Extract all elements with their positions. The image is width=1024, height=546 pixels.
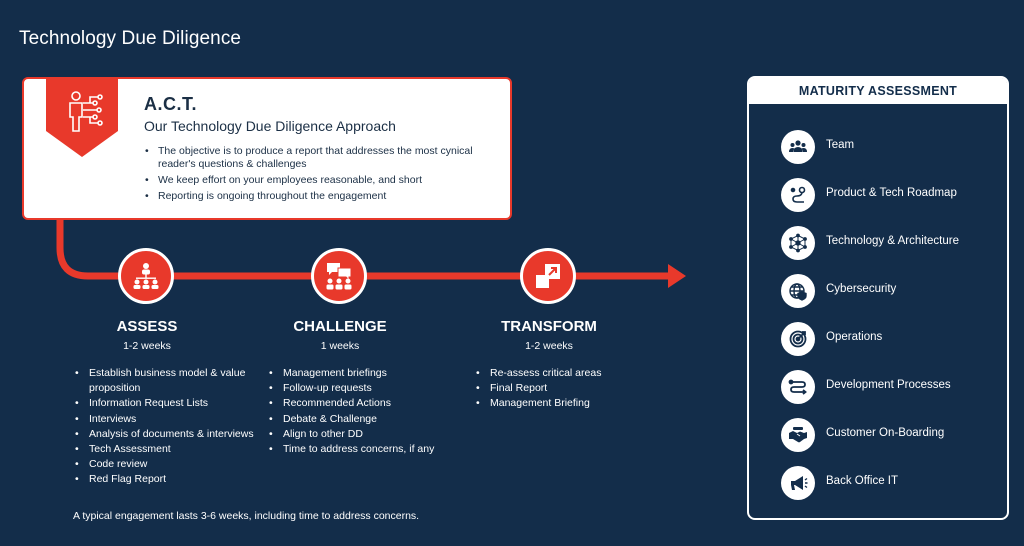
maturity-label: Back Office IT <box>826 475 899 487</box>
assess-item: Code review <box>75 457 254 472</box>
challenge-circle <box>311 248 367 304</box>
maturity-label: Operations <box>826 331 883 343</box>
assess-list: Establish business model & value proposi… <box>73 366 254 488</box>
challenge-duration: 1 weeks <box>320 340 360 352</box>
act-bullet-list: The objective is to produce a report tha… <box>144 145 488 206</box>
transform-title: TRANSFORM <box>501 318 597 335</box>
maturity-label: Development Processes <box>826 379 951 391</box>
act-subtitle: Our Technology Due Diligence Approach <box>144 118 396 134</box>
maturity-label: Technology & Architecture <box>826 235 959 247</box>
transform-list: Re-assess critical areas Final Report Ma… <box>474 366 660 412</box>
act-title: A.C.T. <box>144 94 198 114</box>
act-bullet: We keep effort on your employees reasona… <box>145 174 488 187</box>
assess-circle <box>118 248 174 304</box>
transform-circle <box>520 248 576 304</box>
network-icon <box>781 226 815 260</box>
roadmap-icon <box>781 178 815 212</box>
maturity-item-team: Team <box>781 130 1001 164</box>
act-bullet: The objective is to produce a report tha… <box>145 145 488 171</box>
maturity-panel: MATURITY ASSESSMENT Team Product & Tech … <box>747 76 1009 520</box>
transform-item: Management Briefing <box>476 396 660 411</box>
globe-shield-icon <box>781 274 815 308</box>
challenge-item: Debate & Challenge <box>269 412 448 427</box>
challenge-item: Recommended Actions <box>269 396 448 411</box>
maturity-item-back-office: Back Office IT <box>781 466 1001 500</box>
challenge-list: Management briefings Follow-up requests … <box>267 366 448 457</box>
act-card: A.C.T. Our Technology Due Diligence Appr… <box>22 77 512 220</box>
transform-icon <box>536 264 560 288</box>
page-title: Technology Due Diligence <box>19 28 242 49</box>
maturity-item-cybersecurity: Cybersecurity <box>781 274 1001 308</box>
target-icon <box>781 322 815 356</box>
footnote: A typical engagement lasts 3-6 weeks, in… <box>73 510 420 522</box>
transform-item: Final Report <box>476 381 660 396</box>
megaphone-icon <box>781 466 815 500</box>
maturity-item-roadmap: Product & Tech Roadmap <box>781 178 1001 212</box>
maturity-item-onboarding: Customer On-Boarding <box>781 418 1001 452</box>
org-chart-icon <box>133 263 159 289</box>
assess-item: Interviews <box>75 412 254 427</box>
challenge-item: Management briefings <box>269 366 448 381</box>
maturity-label: Cybersecurity <box>826 283 897 295</box>
maturity-label: Team <box>826 139 855 151</box>
transform-item: Re-assess critical areas <box>476 366 660 381</box>
challenge-title: CHALLENGE <box>293 318 387 335</box>
maturity-item-development: Development Processes <box>781 370 1001 404</box>
assess-item: Analysis of documents & interviews <box>75 427 254 442</box>
assess-title: ASSESS <box>116 318 178 335</box>
transform-duration: 1-2 weeks <box>525 340 573 352</box>
assess-duration: 1-2 weeks <box>123 340 171 352</box>
maturity-label: Product & Tech Roadmap <box>826 187 957 199</box>
assess-item: Tech Assessment <box>75 442 254 457</box>
process-icon <box>781 370 815 404</box>
challenge-item: Follow-up requests <box>269 381 448 396</box>
assess-item: Red Flag Report <box>75 472 254 487</box>
team-icon <box>781 130 815 164</box>
arrow-head-icon <box>668 264 686 288</box>
maturity-item-operations: Operations <box>781 322 1001 356</box>
person-network-icon <box>46 79 118 157</box>
challenge-item: Time to address concerns, if any <box>269 442 448 457</box>
maturity-item-architecture: Technology & Architecture <box>781 226 1001 260</box>
handshake-icon <box>781 418 815 452</box>
assess-item: Information Request Lists <box>75 396 254 411</box>
discussion-icon <box>326 263 352 290</box>
maturity-title: MATURITY ASSESSMENT <box>749 78 1007 104</box>
maturity-label: Customer On-Boarding <box>826 427 945 439</box>
act-bullet: Reporting is ongoing throughout the enga… <box>145 190 488 203</box>
challenge-item: Align to other DD <box>269 427 448 442</box>
assess-item: Establish business model & value proposi… <box>75 366 254 396</box>
